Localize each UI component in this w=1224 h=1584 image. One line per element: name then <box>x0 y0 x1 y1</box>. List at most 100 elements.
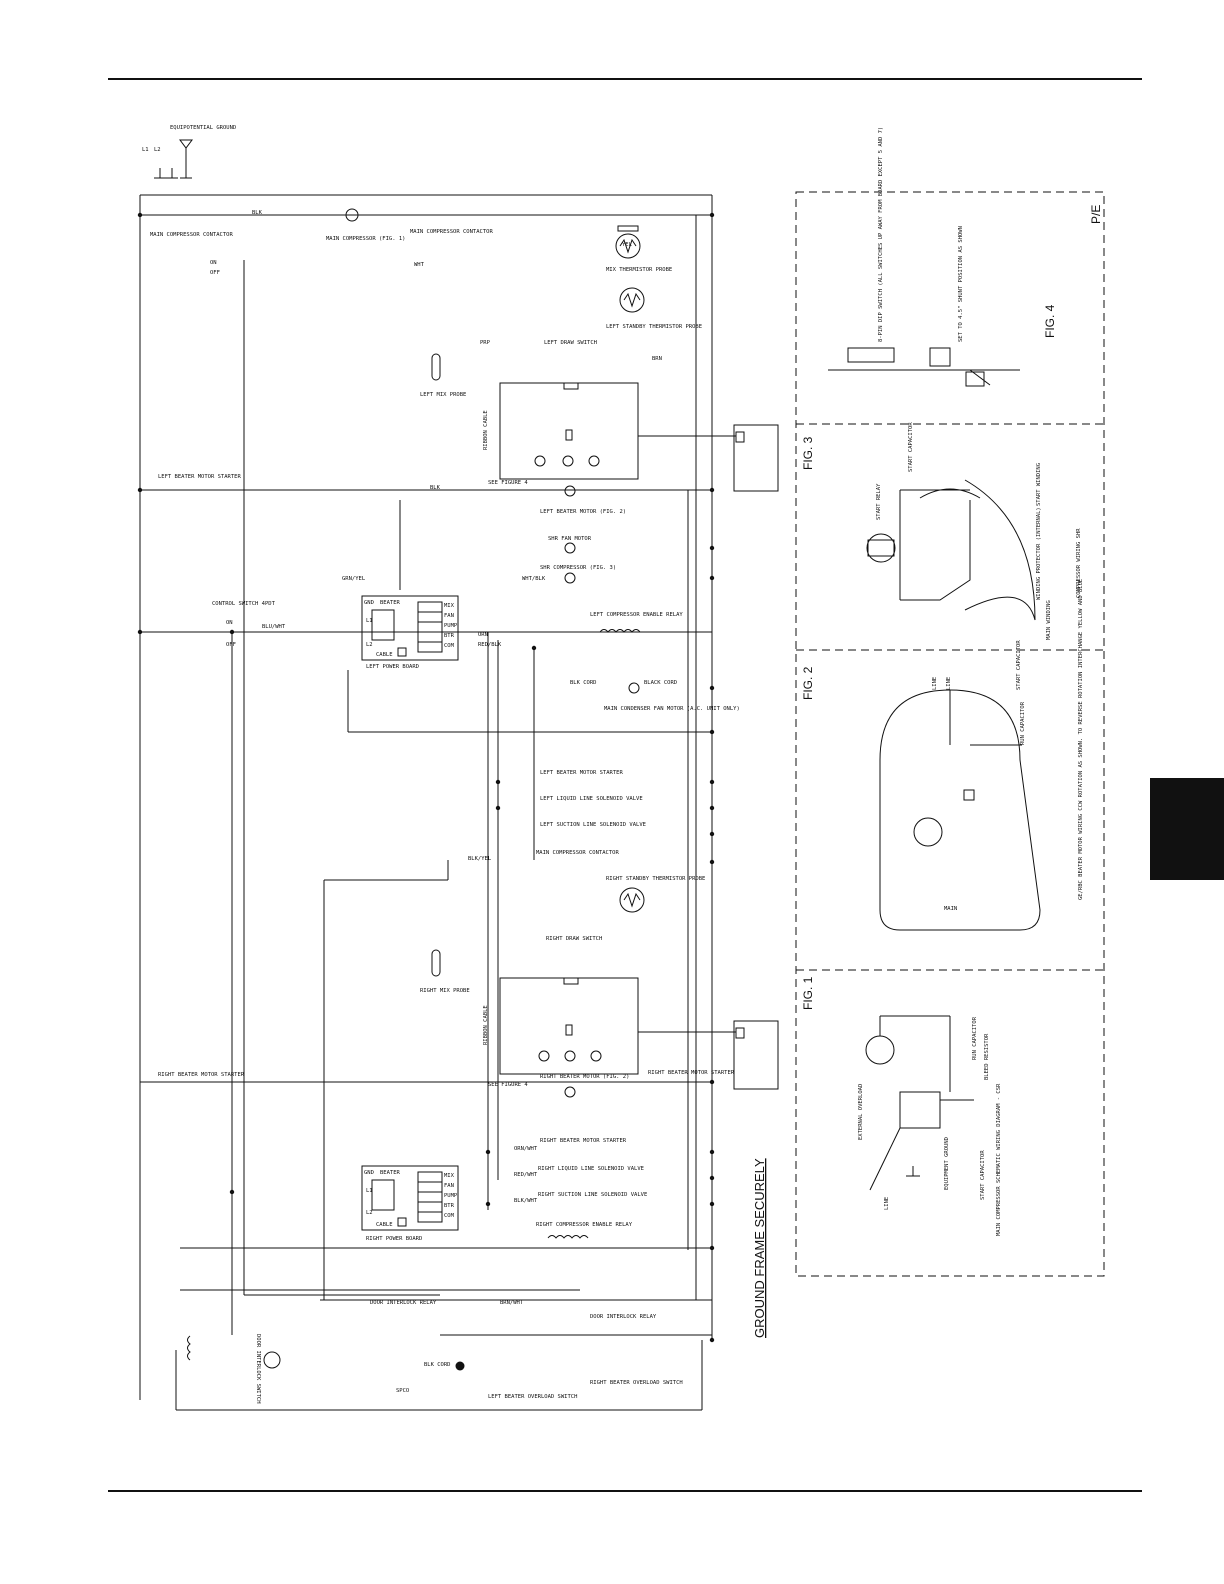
coils <box>187 629 641 1361</box>
fig1-start-capacitor: START CAPACITOR <box>980 1150 986 1200</box>
right-standby-probe-label: RIGHT STANDBY THERMISTOR PROBE <box>606 876 705 882</box>
board-l1-left: L1 <box>366 618 373 624</box>
wire-brnwht: BRN/WHT <box>500 1300 524 1306</box>
wire-prp: PRP <box>480 340 491 346</box>
board-beater-left: BEATER <box>380 600 401 606</box>
fig3-start-relay: START RELAY <box>876 483 882 520</box>
fig2-line1: LINE <box>932 677 938 690</box>
wire-blk-mid: BLK <box>430 485 441 491</box>
right-beater-starter-top-label: RIGHT BEATER MOTOR STARTER <box>648 1070 735 1076</box>
wire-brn: BRN <box>652 356 662 362</box>
fig1-bleed-resistor: BLEED RESISTOR <box>984 1033 990 1080</box>
fig1-label: FIG. 1 <box>801 976 815 1010</box>
wire-bluwht: BLU/WHT <box>262 624 286 630</box>
fig1-caption: MAIN COMPRESSOR SCHEMATIC WIRING DIAGRAM… <box>996 1083 1002 1236</box>
fig4-dip-switch <box>828 347 1020 387</box>
fig1-line: LINE <box>884 1197 890 1210</box>
right-beater-starter2-label: RIGHT BEATER MOTOR STARTER <box>540 1138 627 1144</box>
board-l1-right: L1 <box>366 1188 373 1194</box>
beta-boards <box>638 424 779 1090</box>
main-contactor-label: MAIN COMPRESSOR CONTACTOR <box>150 232 233 238</box>
left-mix-probe-label: LEFT MIX PROBE <box>420 392 466 398</box>
board-btr-right: BTR <box>444 1203 455 1209</box>
left-beater-motor-label: LEFT BEATER MOTOR (FIG. 2) <box>540 509 626 515</box>
fig1-external-overload: EXTERNAL OVERLOAD <box>858 1084 864 1140</box>
wire-ornwht: ORN/WHT <box>514 1146 538 1152</box>
fig1-run-capacitor: RUN CAPACITOR <box>972 1016 978 1060</box>
right-suction-label: RIGHT SUCTION LINE SOLENOID VALVE <box>538 1192 647 1198</box>
wire-redwht: RED/WHT <box>514 1172 538 1178</box>
wire-blkyel: BLK/YEL <box>468 856 492 862</box>
door-interlock-right-label: DOOR INTERLOCK RELAY <box>590 1314 657 1320</box>
main-compressor-motor <box>345 208 645 913</box>
fig4-label: FIG. 4 <box>1043 304 1057 338</box>
header-rule <box>108 78 1142 80</box>
schematic-text: EQUIPOTENTIAL GROUND L1 L2 MAIN COMPRESS… <box>142 125 1103 1404</box>
board-com-right: COM <box>444 1213 455 1219</box>
board-l2-right: L2 <box>366 1210 373 1216</box>
see-fig4-left-label: SEE FIGURE 4 <box>488 480 528 486</box>
on-label-1: ON <box>210 260 217 266</box>
fig2-run-capacitor: RUN CAPACITOR <box>1020 701 1026 745</box>
right-beater-starter-left-label: RIGHT BEATER MOTOR STARTER <box>158 1072 245 1078</box>
wire-wht-top: WHT <box>414 262 425 268</box>
board-mix-right: MIX <box>444 1173 455 1179</box>
board-mix-left: MIX <box>444 603 455 609</box>
section-tab <box>1150 778 1224 880</box>
fig1-equipment-ground: EQUIPMENT GROUND <box>944 1137 950 1190</box>
main-comp-contactor2-label: MAIN COMPRESSOR CONTACTOR <box>536 850 619 856</box>
fig2-line2: LINE <box>946 677 952 690</box>
off-label-2: OFF <box>226 642 236 648</box>
main-compressor-label: MAIN COMPRESSOR (FIG. 1) <box>326 236 405 242</box>
footer-rule <box>108 1490 1142 1492</box>
wire-blkwht: BLK/WHT <box>514 1198 538 1204</box>
shr-fan-label: SHR FAN MOTOR <box>548 536 592 542</box>
board-btr-left: BTR <box>444 633 455 639</box>
fig4-dip-note: 8-PIN DIP SWITCH (ALL SWITCHES UP AWAY F… <box>878 127 884 342</box>
black-cord-label: BLACK CORD <box>644 680 677 686</box>
figure-panels <box>795 191 1105 1277</box>
right-mix-probe-label: RIGHT MIX PROBE <box>420 988 470 994</box>
left-power-board <box>361 595 459 661</box>
probes <box>431 353 441 977</box>
right-power-board-label: RIGHT POWER BOARD <box>366 1236 422 1242</box>
right-comp-relay-label: RIGHT COMPRESSOR ENABLE RELAY <box>536 1222 633 1228</box>
board-gnd-right: GND <box>364 1170 374 1176</box>
left-suction-label: LEFT SUCTION LINE SOLENOID VALVE <box>540 822 646 828</box>
wire-blk-top: BLK <box>252 210 263 216</box>
right-liquid-label: RIGHT LIQUID LINE SOLENOID VALVE <box>538 1166 644 1172</box>
left-switch-board <box>499 382 639 480</box>
fig3-label: FIG. 3 <box>801 436 815 470</box>
board-cable-right: CABLE <box>376 1222 393 1228</box>
equip-ground-label: EQUIPOTENTIAL GROUND <box>170 125 236 131</box>
board-cable-left: CABLE <box>376 652 393 658</box>
board-beater-right: BEATER <box>380 1170 401 1176</box>
l1-label: L1 <box>142 147 149 153</box>
board-gnd-left: GND <box>364 600 374 606</box>
door-interlock-left-label: DOOR INTERLOCK RELAY <box>370 1300 437 1306</box>
ribbon-cable-right: RIBBON CABLE <box>483 1005 489 1045</box>
fig2-caption: GE/RBC BEATER MOTOR WIRING CCW ROTATION … <box>1078 579 1084 900</box>
fig2-beater-motor <box>879 689 1041 931</box>
board-fan-right: FAN <box>444 1183 454 1189</box>
board-l2-left: L2 <box>366 642 373 648</box>
wire-orn: ORN <box>478 632 488 638</box>
control-switch-label: CONTROL SWITCH 4PDT <box>212 601 276 607</box>
board-fan-left: FAN <box>444 613 454 619</box>
blk-cord-label: BLK CORD <box>570 680 597 686</box>
main-contactor-right-label: MAIN COMPRESSOR CONTACTOR <box>410 229 493 235</box>
fig2-main: MAIN <box>944 906 957 912</box>
left-draw-label: LEFT DRAW SWITCH <box>544 340 597 346</box>
left-power-board-label: LEFT POWER BOARD <box>366 664 419 670</box>
wire-yel: YEL <box>622 242 633 248</box>
board-com-left: COM <box>444 643 455 649</box>
fig3-caption: COMPRESSOR WIRING SHR <box>1076 528 1082 598</box>
fig2-label: FIG. 2 <box>801 666 815 700</box>
ground-symbols <box>154 139 920 1177</box>
wire-redblk: RED/BLK <box>478 642 502 648</box>
left-liquid-label: LEFT LIQUID LINE SOLENOID VALVE <box>540 796 643 802</box>
fig3-start-capacitor: START CAPACITOR <box>908 422 914 472</box>
ribbon-cable-left: RIBBON CABLE <box>483 410 489 450</box>
